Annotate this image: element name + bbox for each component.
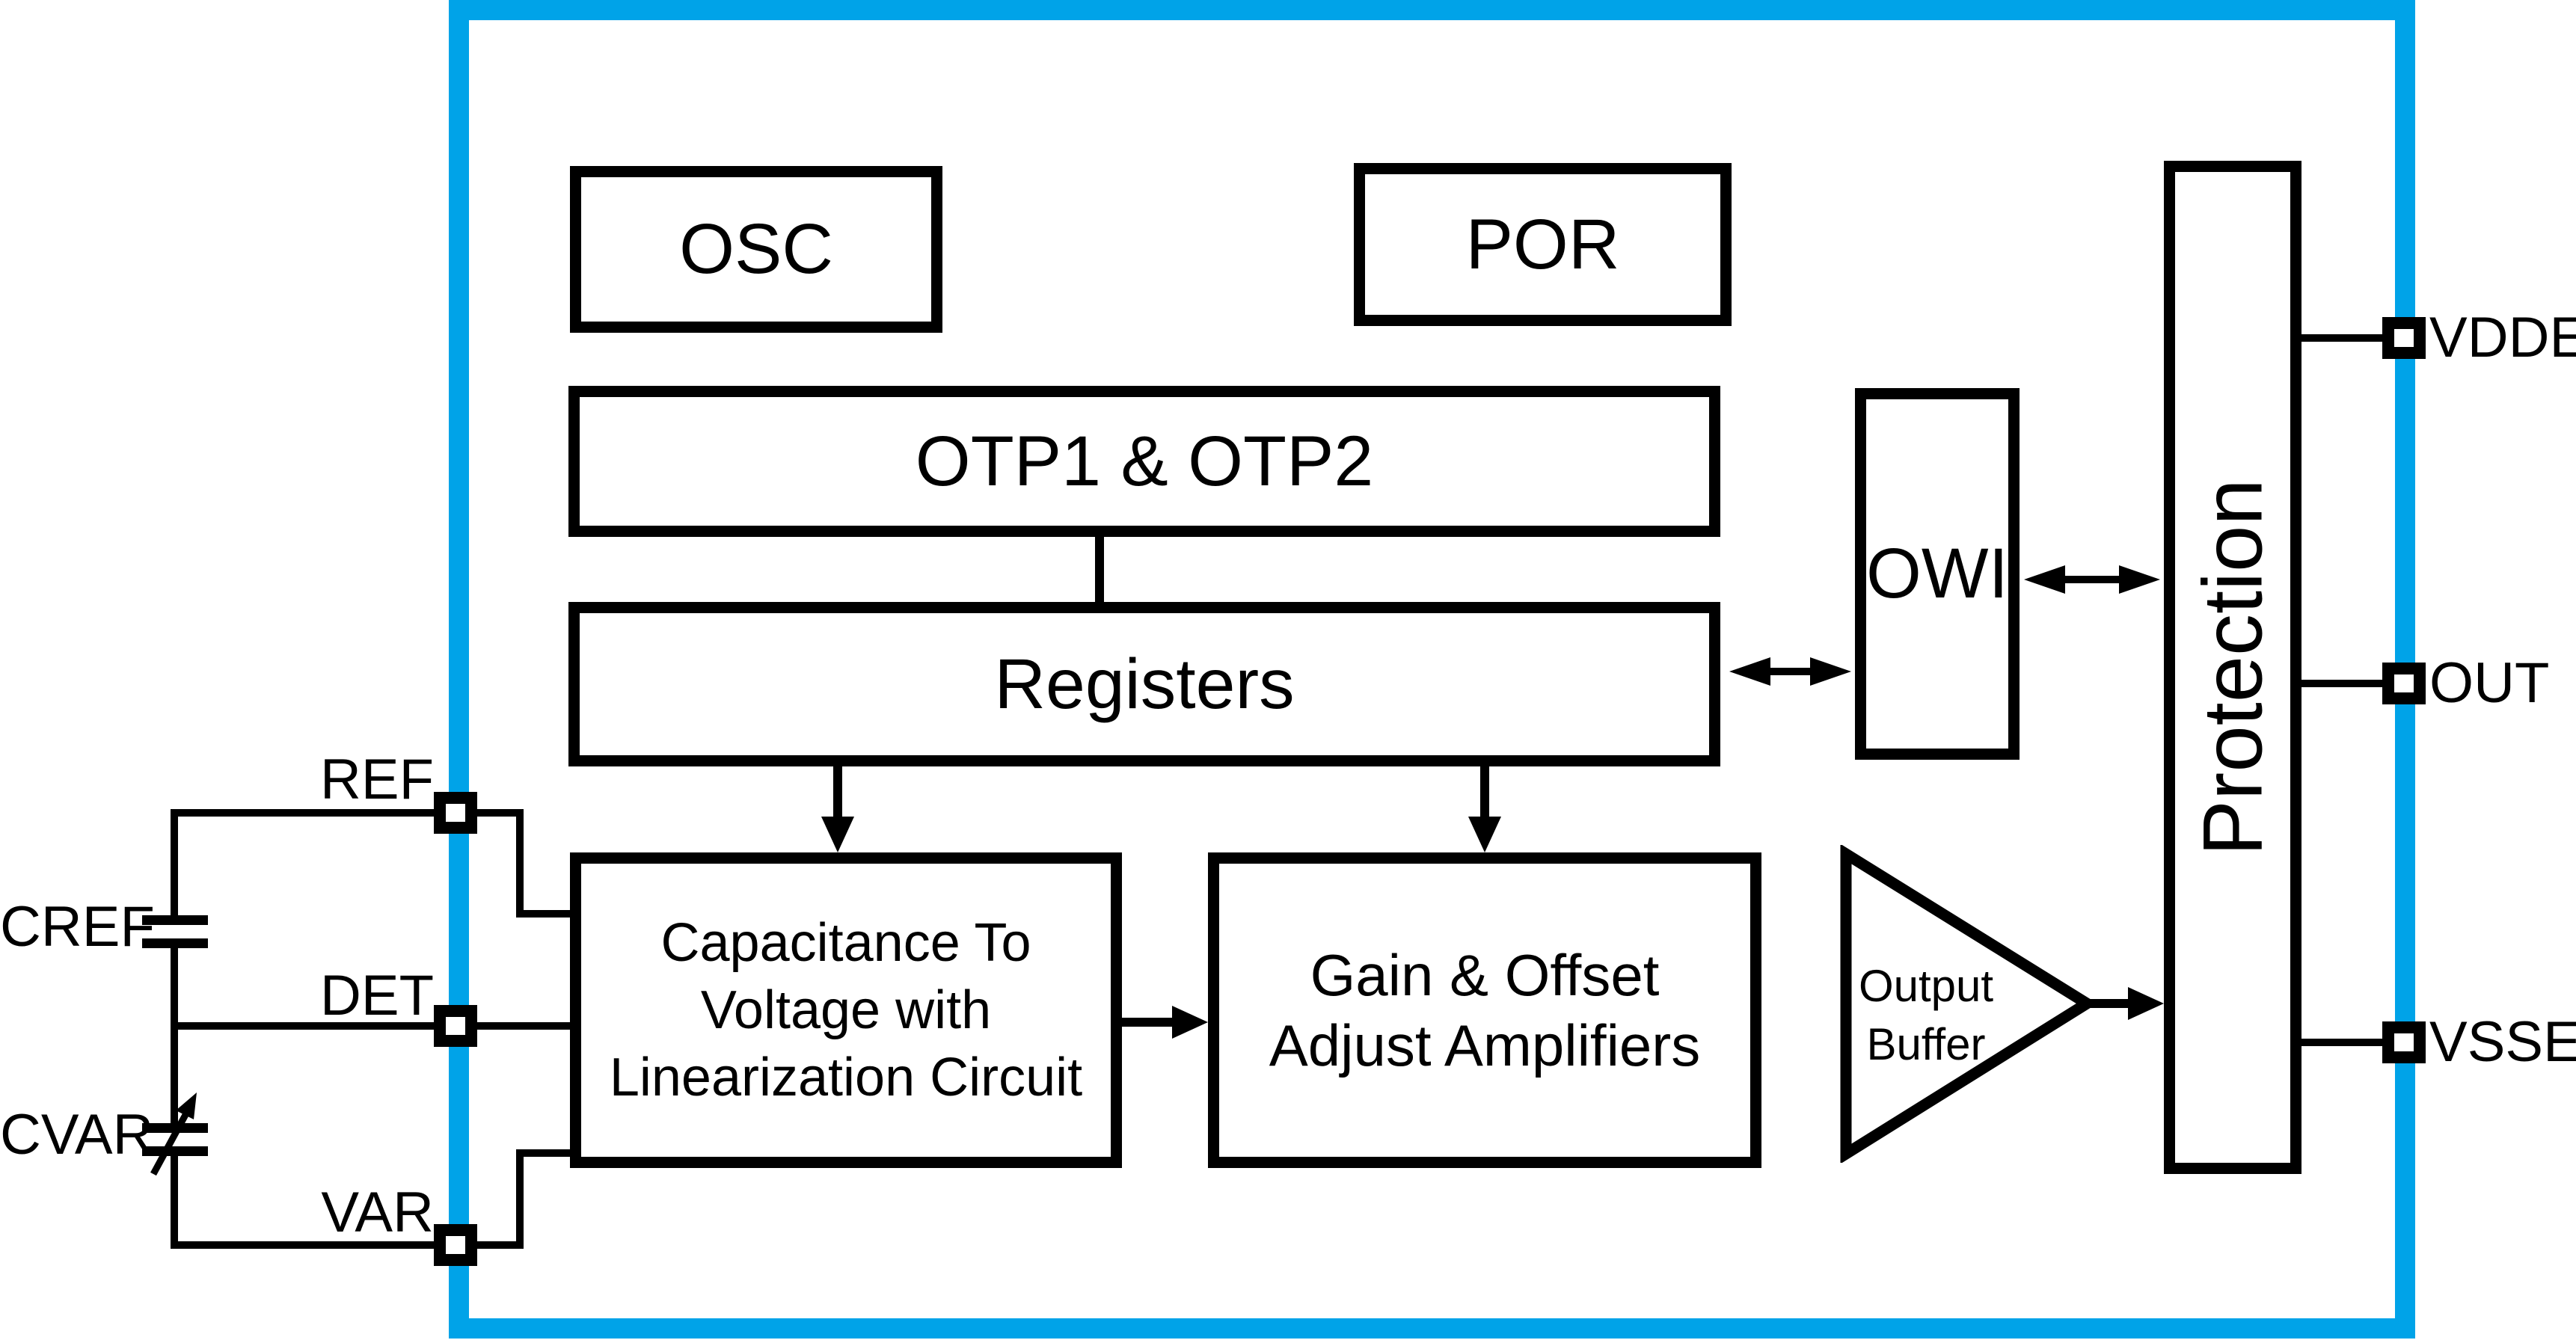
wire-cap-bus-top xyxy=(171,809,178,919)
det-pin-square xyxy=(434,1005,477,1047)
vsse-pin-label: VSSE xyxy=(2429,1010,2576,1074)
registers-label: Registers xyxy=(994,644,1295,724)
wire-cap-bus-mid xyxy=(171,948,178,1123)
cref-capacitor-icon xyxy=(142,915,208,925)
arrow-registers-to-ctv-head xyxy=(821,817,854,852)
osc-block: OSC xyxy=(570,166,942,333)
arrow-registers-to-gain-head xyxy=(1468,817,1501,852)
wire-otp-registers xyxy=(1095,537,1104,602)
arrow-registers-to-gain-shaft xyxy=(1480,766,1489,820)
wire-var-to-ctv-h2 xyxy=(516,1149,570,1157)
output-buffer-triangle-icon xyxy=(1840,845,2097,1163)
wire-var-line xyxy=(174,1241,449,1249)
cvar-component-label: CVAR xyxy=(0,1103,154,1167)
out-pin-square xyxy=(2382,663,2426,704)
arrow-ctv-to-gain-shaft xyxy=(1122,1018,1176,1027)
output-buffer-label-line1: Output xyxy=(1858,961,1994,1011)
cap-to-voltage-block: Capacitance To Voltage with Linearizatio… xyxy=(570,852,1122,1168)
arrow-registers-owi-right-head xyxy=(1810,657,1851,686)
arrow-ctv-to-gain-head xyxy=(1172,1006,1208,1039)
wire-var-to-ctv-h1 xyxy=(477,1241,524,1249)
det-pin-label: DET xyxy=(320,964,434,1027)
gain-offset-label: Gain & Offset Adjust Amplifiers xyxy=(1269,942,1701,1078)
arrow-buffer-to-protection-head xyxy=(2128,987,2164,1020)
wire-protection-to-vdde xyxy=(2301,334,2385,342)
var-pin-square xyxy=(434,1224,477,1266)
protection-label: Protection xyxy=(2186,479,2280,856)
wire-det-line xyxy=(174,1022,449,1030)
cref-component-label: CREF xyxy=(0,895,155,959)
vsse-pin-square xyxy=(2382,1021,2426,1063)
owi-label: OWI xyxy=(1866,534,2008,614)
ref-pin-square xyxy=(434,792,477,834)
por-label: POR xyxy=(1465,204,1620,284)
protection-block: Protection xyxy=(2164,161,2301,1174)
wire-ref-line xyxy=(174,809,449,817)
arrow-owi-protection-right-head xyxy=(2119,565,2160,594)
registers-block: Registers xyxy=(568,602,1720,766)
ref-pin-label: REF xyxy=(320,748,434,811)
wire-protection-to-out xyxy=(2301,680,2385,687)
wire-ref-to-ctv-v xyxy=(516,809,524,918)
osc-label: OSC xyxy=(679,209,833,289)
arrow-registers-owi-shaft xyxy=(1761,668,1821,675)
out-pin-label: OUT xyxy=(2429,651,2550,715)
arrow-registers-owi-left-head xyxy=(1729,657,1770,686)
wire-var-to-ctv-v xyxy=(516,1153,524,1249)
wire-det-to-ctv xyxy=(477,1022,570,1030)
arrow-owi-protection-shaft xyxy=(2058,576,2127,583)
arrow-owi-protection-left-head xyxy=(2024,565,2065,594)
cap-to-voltage-label: Capacitance To Voltage with Linearizatio… xyxy=(609,913,1083,1107)
var-pin-label: VAR xyxy=(321,1181,434,1244)
gain-offset-block: Gain & Offset Adjust Amplifiers xyxy=(1208,852,1761,1168)
wire-ref-to-ctv-h1 xyxy=(477,809,524,817)
por-block: POR xyxy=(1354,163,1732,326)
arrow-registers-to-ctv-shaft xyxy=(833,766,842,820)
vdde-pin-square xyxy=(2382,317,2426,359)
arrow-buffer-to-protection-shaft xyxy=(2084,999,2132,1008)
vdde-pin-label: VDDE xyxy=(2429,306,2576,369)
cvar-capacitor-icon xyxy=(142,1146,208,1156)
wire-cap-bus-bottom xyxy=(171,1156,178,1249)
otp-block: OTP1 & OTP2 xyxy=(568,386,1720,537)
cvar-variable-arrow-icon xyxy=(150,1092,197,1176)
owi-block: OWI xyxy=(1855,388,2020,760)
output-buffer-label-line2: Buffer xyxy=(1866,1019,1986,1069)
wire-ref-to-ctv-h2 xyxy=(516,910,570,918)
otp-label: OTP1 & OTP2 xyxy=(915,421,1374,501)
cref-capacitor-icon xyxy=(142,938,208,948)
wire-protection-to-vsse xyxy=(2301,1039,2385,1046)
